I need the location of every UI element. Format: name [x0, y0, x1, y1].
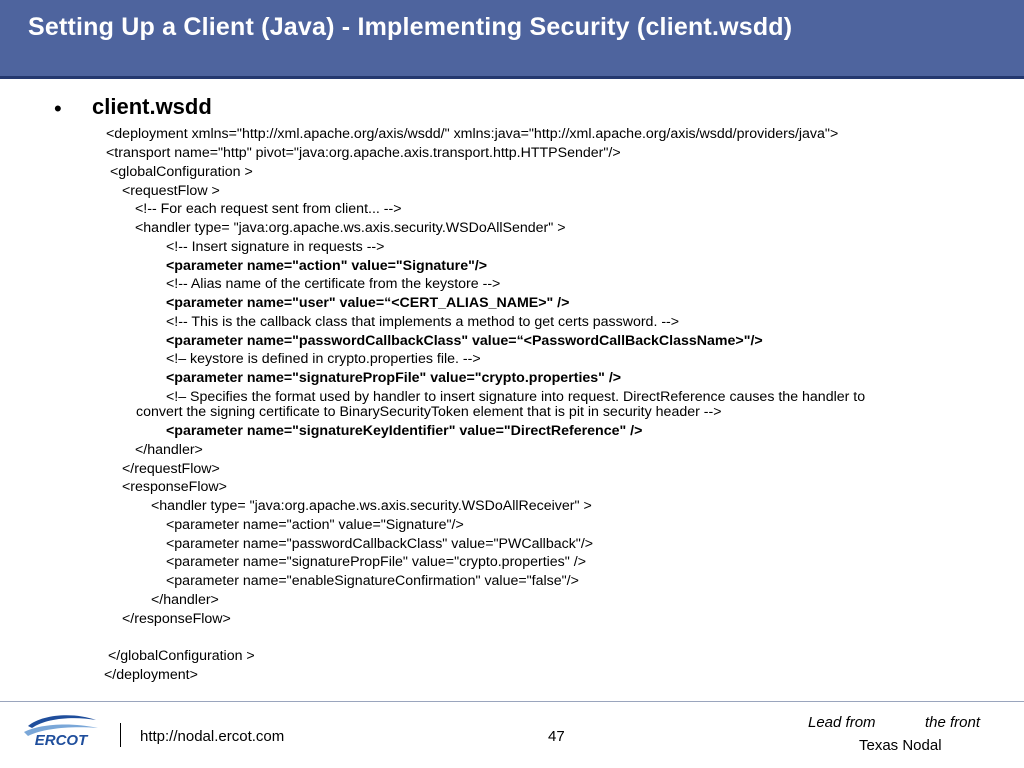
- code-line-bold: <parameter name="passwordCallbackClass" …: [166, 333, 763, 349]
- slide-title: Setting Up a Client (Java) - Implementin…: [28, 13, 793, 41]
- code-line: <!-- Alias name of the certificate from …: [166, 276, 501, 292]
- code-line-bold: <parameter name="signatureKeyIdentifier"…: [166, 423, 643, 439]
- header-rule: [0, 76, 1024, 79]
- tagline-front: the front: [925, 714, 981, 731]
- code-line: </requestFlow>: [122, 461, 220, 477]
- code-line: <handler type= "java:org.apache.ws.axis.…: [151, 498, 592, 514]
- tagline-org: Texas Nodal: [859, 737, 942, 754]
- footer-separator: [120, 723, 121, 747]
- code-line: <!-- For each request sent from client..…: [135, 201, 402, 217]
- code-line: </deployment>: [104, 667, 198, 683]
- code-line: <requestFlow >: [122, 183, 220, 199]
- bullet-heading: client.wsdd: [92, 94, 212, 119]
- slide-header: Setting Up a Client (Java) - Implementin…: [0, 0, 1024, 76]
- code-line: <responseFlow>: [122, 479, 227, 495]
- code-line: <!– Specifies the format used by handler…: [166, 389, 866, 405]
- code-line-bold: <parameter name="user" value=“<CERT_ALIA…: [166, 295, 570, 311]
- footer-divider: [0, 701, 1024, 702]
- logo-text: ERCOT: [35, 732, 89, 748]
- code-line: </responseFlow>: [122, 611, 231, 627]
- code-line: <!-- Insert signature in requests -->: [166, 239, 385, 255]
- code-line: </globalConfiguration >: [108, 648, 255, 664]
- code-line: <handler type= "java:org.apache.ws.axis.…: [135, 220, 566, 236]
- code-line: <parameter name="action" value="Signatur…: [166, 517, 464, 533]
- tagline-lead: Lead from: [808, 714, 876, 731]
- code-line: <transport name="http" pivot="java:org.a…: [106, 145, 621, 161]
- code-line: <parameter name="passwordCallbackClass" …: [166, 536, 594, 552]
- page-number: 47: [548, 728, 565, 745]
- code-line: convert the signing certificate to Binar…: [136, 404, 722, 420]
- code-line: <parameter name="signaturePropFile" valu…: [166, 554, 586, 570]
- code-line: <deployment xmlns="http://xml.apache.org…: [106, 126, 839, 142]
- code-line-bold: <parameter name="signaturePropFile" valu…: [166, 370, 622, 386]
- code-line: </handler>: [151, 592, 219, 608]
- code-line: <!– keystore is defined in crypto.proper…: [166, 351, 481, 367]
- code-line: <globalConfiguration >: [110, 164, 253, 180]
- ercot-logo-icon: ERCOT: [24, 715, 98, 748]
- code-line: <!-- This is the callback class that imp…: [166, 314, 680, 330]
- code-line: </handler>: [135, 442, 203, 458]
- code-line: <parameter name="enableSignatureConfirma…: [166, 573, 579, 589]
- footer-url-link[interactable]: http://nodal.ercot.com: [140, 728, 285, 745]
- code-line-bold: <parameter name="action" value="Signatur…: [166, 258, 488, 274]
- bullet-marker: •: [54, 96, 62, 121]
